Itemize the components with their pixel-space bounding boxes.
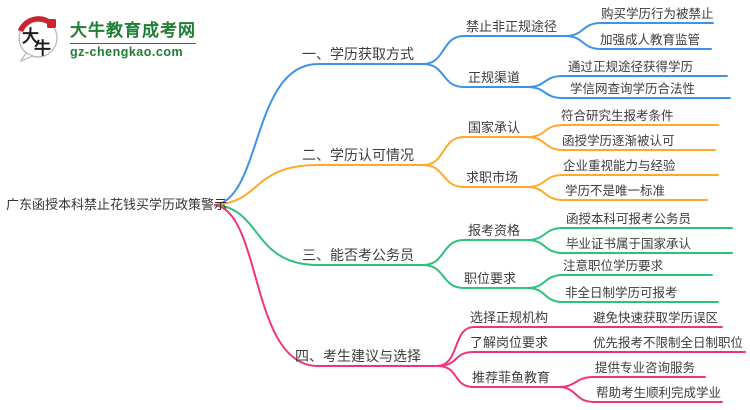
branch4-child3-label: 推荐菲鱼教育: [472, 370, 551, 385]
branch4-row2-line: [436, 351, 746, 367]
branch3-child1-line: [422, 239, 528, 266]
svg-text:大: 大: [22, 26, 39, 46]
branch1-child1-label: 禁止非正规途径: [466, 19, 558, 34]
branch1-leaf2-label: 加强成人教育监管: [600, 33, 701, 47]
branch3-child2-line: [422, 264, 528, 289]
branch3-leaf2-label: 毕业证书属于国家承认: [566, 237, 692, 251]
branch2-child2-line: [422, 164, 528, 188]
branch4-leaf2-line: [557, 386, 723, 403]
branch1-child2-line: [422, 63, 528, 88]
branch3-connectors: [214, 204, 733, 303]
branch4-connectors: [214, 204, 746, 403]
branch4-child2-label: 了解岗位要求: [470, 335, 549, 350]
branch2-child1-label: 国家承认: [468, 120, 521, 135]
branch3-leaf3-label: 注意职位学历要求: [563, 259, 664, 273]
branch4-leaf1-label: 避免快速获取学历误区: [593, 311, 719, 325]
branch3-child2-label: 职位要求: [464, 271, 517, 286]
branch4-label: 四、考生建议与选择: [295, 348, 421, 364]
branch2-connectors: [214, 124, 719, 206]
svg-text:牛: 牛: [34, 38, 51, 58]
branch4-leaf4-label: 帮助考生顺利完成学业: [596, 386, 722, 400]
branch1-child2-label: 正规渠道: [468, 70, 521, 85]
branch2-label: 二、学历认可情况: [302, 147, 414, 163]
branch1-leaf4-line: [526, 86, 731, 99]
branch3-leaf4-line: [526, 287, 719, 303]
daniu-bubble-icon: 大 牛: [17, 16, 58, 62]
branch4-leaf3-label: 提供专业咨询服务: [595, 361, 696, 375]
branch2-leaf1-label: 符合研究生报考条件: [561, 109, 674, 123]
logo-text-block: 大牛教育成考网 gz-chengkao.com: [70, 16, 196, 59]
branch4-leaf2-label: 优先报考不限制全日制职位: [593, 336, 744, 350]
branch2-main-line: [214, 164, 424, 206]
branch1-connectors: [214, 22, 731, 206]
branch2-child1-line: [422, 136, 528, 166]
branch1-leaf3-label: 通过正规途径获得学历: [568, 60, 694, 74]
branch4-child1-label: 选择正规机构: [470, 310, 549, 325]
branch2-leaf4-label: 学历不是唯一标准: [565, 184, 666, 198]
branch3-label: 三、能否考公务员: [302, 247, 414, 263]
branch1-child1-line: [422, 35, 566, 65]
branch3-leaf2-line: [526, 239, 733, 254]
branch2-leaf2-line: [526, 136, 716, 151]
branch4-main-line: [214, 204, 438, 367]
branch2-leaf3-label: 企业重视能力与经验: [563, 159, 676, 173]
mindmap-root-node: 广东函授本科禁止花钱买学历政策警示: [6, 197, 228, 212]
site-domain: gz-chengkao.com: [70, 42, 196, 59]
branch4-child3-line: [436, 365, 559, 388]
branch1-label: 一、学历获取方式: [302, 46, 414, 62]
site-logo[interactable]: 大 牛 大牛教育成考网 gz-chengkao.com: [14, 12, 196, 62]
branch3-leaf1-label: 函授本科可报考公务员: [566, 212, 692, 226]
branch2-leaf4-line: [526, 186, 708, 201]
branch2-leaf2-label: 函授学历逐渐被认可: [562, 134, 675, 148]
branch1-main-line: [214, 63, 424, 206]
branch3-leaf4-label: 非全日制学历可报考: [565, 286, 678, 300]
branch3-child1-label: 报考资格: [468, 223, 521, 238]
site-name: 大牛教育成考网: [70, 20, 196, 40]
branch1-leaf4-label: 学信网查询学历合法性: [570, 82, 696, 96]
branch1-leaf2-line: [564, 35, 712, 50]
branch2-child2-label: 求职市场: [466, 170, 519, 185]
branch1-leaf1-label: 购买学历行为被禁止: [601, 7, 714, 21]
branch3-main-line: [214, 204, 424, 266]
branch4-row1-line: [436, 326, 723, 367]
